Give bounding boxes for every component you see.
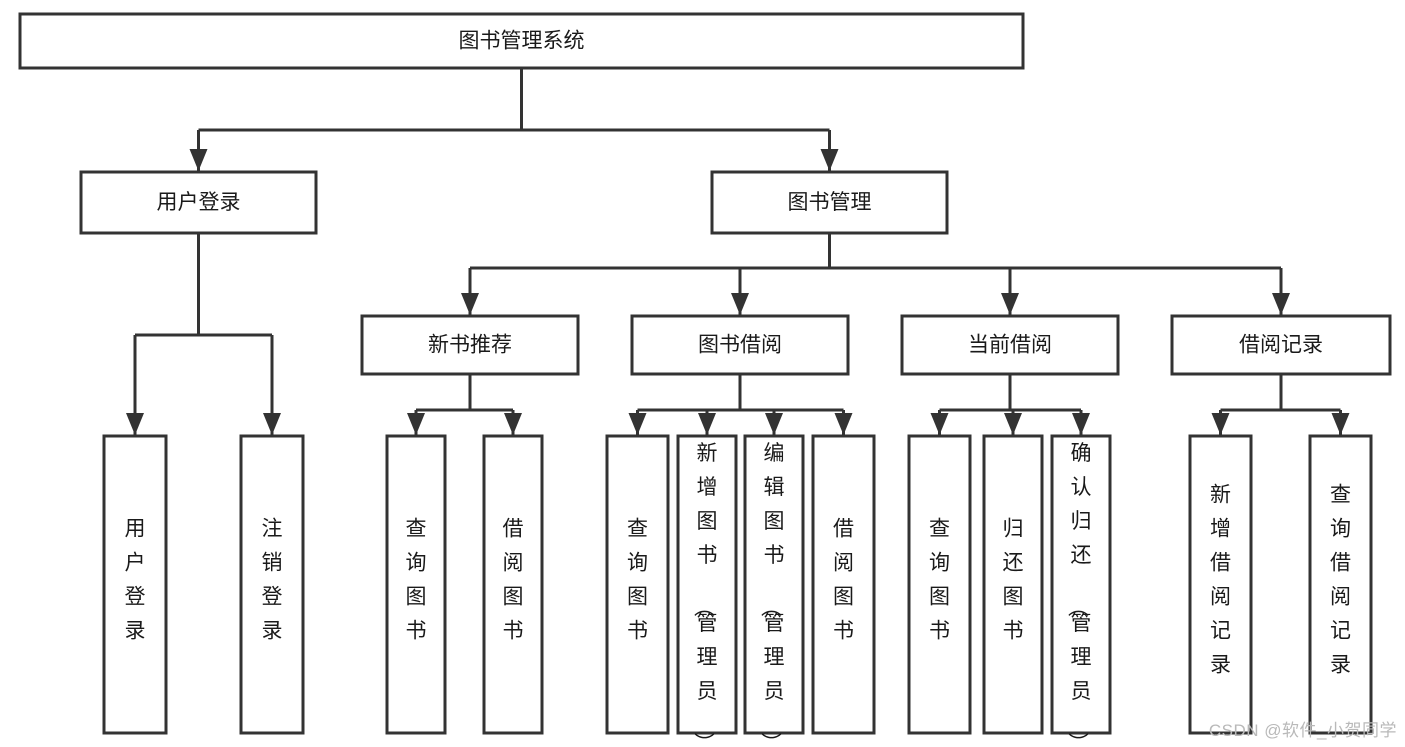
arrow-head-icon bbox=[731, 293, 749, 315]
node-leaf-query-book-1-label: 查询图书 bbox=[406, 518, 427, 643]
node-leaf-edit-book-label: 编辑图书（管理员） bbox=[759, 442, 785, 747]
node-leaf-return-book[interactable]: 归还图书 bbox=[982, 434, 1044, 735]
node-book-manage-label: 图书管理 bbox=[788, 191, 872, 214]
node-leaf-borrow-book-1-rect[interactable] bbox=[482, 434, 544, 735]
node-root[interactable]: 图书管理系统 bbox=[18, 12, 1025, 70]
arrow-head-icon bbox=[189, 149, 208, 171]
arrow-head-icon bbox=[1001, 293, 1019, 315]
node-new-book-recommend-label: 新书推荐 bbox=[428, 334, 512, 357]
arrow-head-icon bbox=[930, 413, 949, 435]
node-leaf-user-login[interactable]: 用户登录 bbox=[102, 434, 168, 735]
node-leaf-borrow-book-1[interactable]: 借阅图书 bbox=[482, 434, 544, 735]
node-current-borrow-rect[interactable] bbox=[900, 314, 1120, 376]
node-user-login[interactable]: 用户登录 bbox=[79, 170, 318, 235]
node-leaf-add-book-rect[interactable] bbox=[676, 434, 738, 735]
arrow-head-icon bbox=[1331, 413, 1350, 435]
node-leaf-add-book-label: 新增图书（管理员） bbox=[692, 442, 718, 747]
node-user-login-label: 用户登录 bbox=[157, 191, 241, 214]
node-leaf-confirm-return-label: 确认归还（管理员） bbox=[1066, 442, 1092, 747]
node-book-manage[interactable]: 图书管理 bbox=[710, 170, 949, 235]
arrow-head-icon bbox=[698, 413, 716, 435]
node-leaf-logout-rect[interactable] bbox=[239, 434, 305, 735]
node-new-book-recommend-rect[interactable] bbox=[360, 314, 580, 376]
node-leaf-query-book-2-rect[interactable] bbox=[605, 434, 670, 735]
node-leaf-query-book-2[interactable]: 查询图书 bbox=[605, 434, 670, 735]
node-borrow-record[interactable]: 借阅记录 bbox=[1170, 314, 1392, 376]
node-leaf-edit-book[interactable]: 编辑图书（管理员） bbox=[743, 434, 805, 747]
node-new-book-recommend[interactable]: 新书推荐 bbox=[360, 314, 580, 376]
node-leaf-borrow-book-1-label: 借阅图书 bbox=[503, 518, 524, 643]
node-book-borrow[interactable]: 图书借阅 bbox=[630, 314, 850, 376]
node-leaf-query-book-1-rect[interactable] bbox=[385, 434, 447, 735]
node-leaf-logout-label: 注销登录 bbox=[262, 518, 283, 643]
node-leaf-edit-book-rect[interactable] bbox=[743, 434, 805, 735]
node-boxes: 图书管理系统用户登录图书管理新书推荐图书借阅当前借阅借阅记录用户登录注销登录查询… bbox=[18, 12, 1392, 747]
arrow-head-icon bbox=[504, 413, 522, 435]
node-leaf-logout[interactable]: 注销登录 bbox=[239, 434, 305, 735]
arrow-head-icon bbox=[263, 413, 281, 435]
arrow-head-icon bbox=[1272, 293, 1290, 315]
node-leaf-add-book[interactable]: 新增图书（管理员） bbox=[676, 434, 738, 747]
node-book-borrow-label: 图书借阅 bbox=[698, 334, 782, 357]
node-current-borrow[interactable]: 当前借阅 bbox=[900, 314, 1120, 376]
node-leaf-confirm-return-rect[interactable] bbox=[1050, 434, 1112, 735]
node-book-borrow-rect[interactable] bbox=[630, 314, 850, 376]
arrow-head-icon bbox=[407, 413, 425, 435]
node-current-borrow-label: 当前借阅 bbox=[968, 334, 1052, 357]
arrow-head-icon bbox=[1004, 413, 1022, 435]
arrow-head-icon bbox=[1211, 413, 1230, 435]
node-leaf-add-record-rect[interactable] bbox=[1188, 434, 1253, 735]
node-leaf-borrow-book-2-label: 借阅图书 bbox=[833, 518, 854, 643]
node-leaf-return-book-rect[interactable] bbox=[982, 434, 1044, 735]
node-leaf-query-book-3-label: 查询图书 bbox=[929, 518, 950, 643]
node-leaf-borrow-book-2[interactable]: 借阅图书 bbox=[811, 434, 876, 735]
node-leaf-user-login-rect[interactable] bbox=[102, 434, 168, 735]
node-leaf-query-book-3[interactable]: 查询图书 bbox=[907, 434, 972, 735]
arrow-head-icon bbox=[765, 413, 783, 435]
node-borrow-record-label: 借阅记录 bbox=[1239, 334, 1323, 357]
node-borrow-record-rect[interactable] bbox=[1170, 314, 1392, 376]
connector-edges bbox=[126, 68, 1350, 435]
arrow-head-icon bbox=[820, 149, 839, 171]
node-leaf-query-book-1[interactable]: 查询图书 bbox=[385, 434, 447, 735]
node-leaf-query-record-label: 查询借阅记录 bbox=[1330, 484, 1351, 677]
node-leaf-query-book-2-label: 查询图书 bbox=[627, 518, 648, 643]
node-leaf-borrow-book-2-rect[interactable] bbox=[811, 434, 876, 735]
node-leaf-add-record[interactable]: 新增借阅记录 bbox=[1188, 434, 1253, 735]
arrow-head-icon bbox=[834, 413, 853, 435]
node-leaf-query-record[interactable]: 查询借阅记录 bbox=[1308, 434, 1373, 735]
arrow-head-icon bbox=[461, 293, 479, 315]
node-leaf-confirm-return[interactable]: 确认归还（管理员） bbox=[1050, 434, 1112, 747]
node-root-rect[interactable] bbox=[18, 12, 1025, 70]
node-root-label: 图书管理系统 bbox=[459, 30, 585, 53]
node-leaf-user-login-label: 用户登录 bbox=[125, 518, 146, 643]
node-leaf-query-book-3-rect[interactable] bbox=[907, 434, 972, 735]
node-leaf-add-record-label: 新增借阅记录 bbox=[1210, 484, 1231, 677]
node-book-manage-rect[interactable] bbox=[710, 170, 949, 235]
node-leaf-query-record-rect[interactable] bbox=[1308, 434, 1373, 735]
node-leaf-return-book-label: 归还图书 bbox=[1003, 518, 1024, 643]
arrow-head-icon bbox=[126, 413, 144, 435]
arrow-head-icon bbox=[1072, 413, 1090, 435]
arrow-head-icon bbox=[628, 413, 647, 435]
node-user-login-rect[interactable] bbox=[79, 170, 318, 235]
